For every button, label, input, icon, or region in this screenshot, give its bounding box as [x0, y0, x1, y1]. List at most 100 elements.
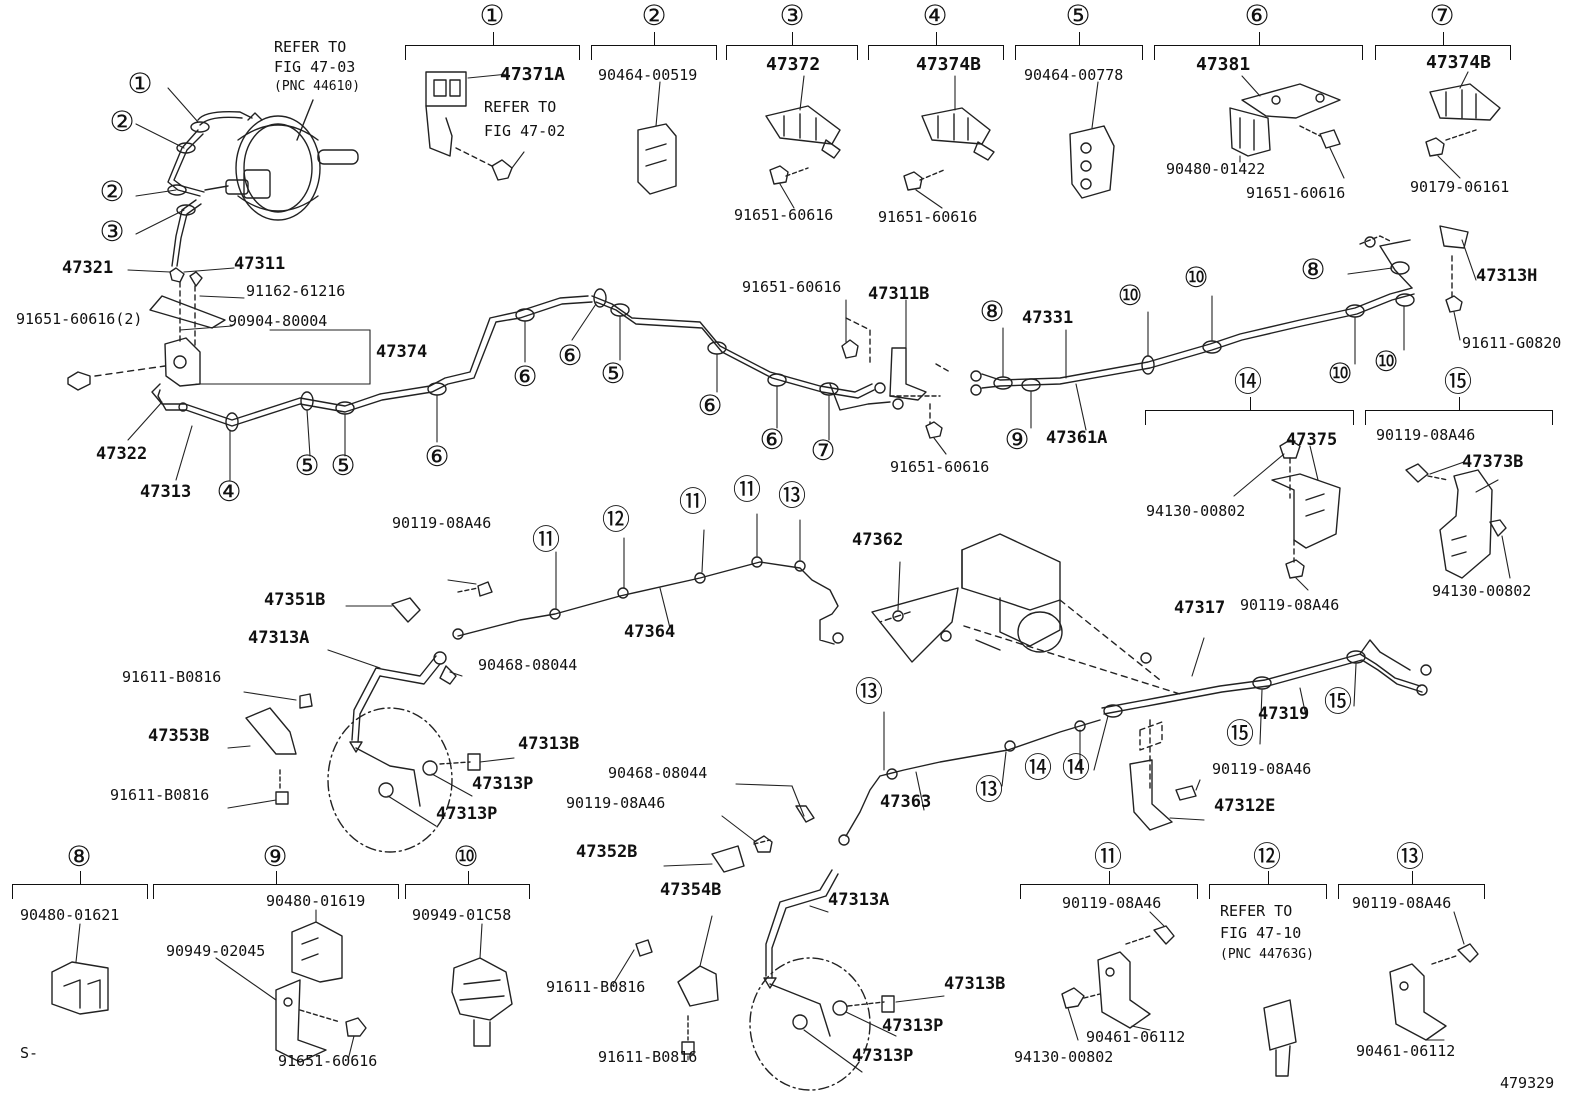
section-header-11	[1020, 871, 1198, 899]
callout-5-b: ⑤	[330, 449, 356, 482]
callout-11-c: ⑪	[733, 473, 762, 506]
s9-part-grommet: 90949-02045	[166, 942, 266, 960]
section-number-15: ⑮	[1444, 365, 1473, 398]
s11-part-clamp: 90461-06112	[1086, 1028, 1186, 1046]
part-47313: 47313	[140, 482, 192, 502]
callout-6-a: ⑥	[424, 440, 450, 473]
part-47362: 47362	[852, 530, 904, 550]
part-47317: 47317	[1174, 598, 1226, 618]
callout-13-b: ⑬	[855, 675, 884, 708]
section-header-9	[153, 871, 399, 899]
section-number-13: ⑬	[1396, 840, 1425, 873]
callout-5-c: ⑤	[600, 357, 626, 390]
part-47313a-b: 47313A	[828, 890, 890, 910]
part-91651-60616-a: 91651-60616	[742, 278, 842, 296]
part-91162-61216: 91162-61216	[246, 282, 346, 300]
part-47311b: 47311B	[868, 284, 930, 304]
callout-10-b: ⑩	[1183, 261, 1209, 294]
s11-part-bolt: 90119-08A46	[1062, 894, 1162, 912]
ref-47-10-line2: FIG 47-10	[1220, 924, 1302, 942]
s3-part-47372: 47372	[766, 54, 821, 75]
s13-part-bolt: 90119-08A46	[1352, 894, 1452, 912]
part-47321: 47321	[62, 258, 114, 278]
part-47311: 47311	[234, 254, 286, 274]
callout-13-a: ⑬	[778, 479, 807, 512]
corner-mark: S-	[20, 1044, 39, 1062]
part-47312e: 47312E	[1214, 796, 1276, 816]
part-90904-80004: 90904-80004	[228, 312, 328, 330]
part-91611-g0820: 91611-G0820	[1462, 334, 1562, 352]
part-47313b-a: 47313B	[518, 734, 580, 754]
leader-lines	[75, 71, 1511, 1073]
s7-part-nut: 90179-06161	[1410, 178, 1510, 196]
section-number-10: ⑩	[453, 840, 479, 873]
s3-part-bolt: 91651-60616	[734, 206, 834, 224]
ref-47-10-line1: REFER TO	[1220, 902, 1293, 920]
section-header-5	[1015, 32, 1143, 60]
callout-6-c: ⑥	[557, 339, 583, 372]
callout-6-b: ⑥	[512, 360, 538, 393]
part-90119-08a46-a: 90119-08A46	[392, 514, 492, 532]
callout-8-a: ⑧	[979, 295, 1005, 328]
part-47364: 47364	[624, 622, 676, 642]
part-47313b-b: 47313B	[944, 974, 1006, 994]
section-header-4	[868, 32, 1004, 60]
callout-9: ⑨	[1004, 423, 1030, 456]
section-header-10	[405, 871, 530, 899]
part-47313p-a: 47313P	[472, 774, 534, 794]
s6-part-bolt: 91651-60616	[1246, 184, 1346, 202]
section-number-2: ②	[641, 0, 667, 32]
s2-part: 90464-00519	[598, 66, 698, 84]
part-47374: 47374	[376, 342, 428, 362]
s14-part-nut: 94130-00802	[1146, 502, 1246, 520]
part-47319: 47319	[1258, 704, 1310, 724]
s15-part-bolt: 90119-08A46	[1376, 426, 1476, 444]
s4-part-47374b: 47374B	[916, 54, 982, 75]
callout-10-a: ⑩	[1117, 279, 1143, 312]
section-number-4: ④	[922, 0, 948, 32]
part-47313h: 47313H	[1476, 266, 1538, 286]
part-47353b: 47353B	[148, 726, 210, 746]
part-91611-b0816-b: 91611-B0816	[110, 786, 210, 804]
section-header-3	[726, 32, 858, 60]
callout-6-d: ⑥	[697, 389, 723, 422]
part-91651-60616-b: 91651-60616	[890, 458, 990, 476]
section-header-2	[591, 32, 717, 60]
callout-10-c: ⑩	[1327, 357, 1353, 390]
section-number-14: ⑭	[1234, 365, 1263, 398]
section-header-6	[1154, 32, 1363, 60]
section-header-14	[1145, 397, 1354, 425]
section-number-9: ⑨	[262, 840, 288, 873]
s11-part-nut: 94130-00802	[1014, 1048, 1114, 1066]
tube-47364-drawing	[391, 556, 844, 645]
part-91611-b0816-d: 91611-B0816	[598, 1048, 698, 1066]
brake-booster-drawing	[204, 99, 359, 221]
part-47354b: 47354B	[660, 880, 722, 900]
section-header-13	[1338, 871, 1485, 899]
callout-4: ④	[216, 475, 242, 508]
part-90119-08a46-b: 90119-08A46	[1212, 760, 1312, 778]
part-47313p-b: 47313P	[436, 804, 498, 824]
section-number-5: ⑤	[1065, 0, 1091, 32]
s10-part: 90949-01C58	[412, 906, 512, 924]
section-number-3: ③	[779, 0, 805, 32]
s9-part-clip: 90480-01619	[266, 892, 366, 910]
ref-47-03-line3: (PNC 44610)	[274, 79, 361, 94]
ref-47-03-line2: FIG 47-03	[274, 58, 356, 76]
section-number-7: ⑦	[1429, 0, 1455, 32]
section-number-6: ⑥	[1244, 0, 1270, 32]
s14-part-47375: 47375	[1286, 430, 1338, 450]
callout-2-upper: ②	[109, 105, 135, 138]
s9-part-bolt: 91651-60616	[278, 1052, 378, 1070]
part-90468-08044-a: 90468-08044	[478, 656, 578, 674]
s13-part-clamp: 90461-06112	[1356, 1042, 1456, 1060]
ref-47-02-line2: FIG 47-02	[484, 122, 566, 140]
ref-47-02-line1: REFER TO	[484, 98, 557, 116]
callout-14-b: ⑭	[1062, 751, 1091, 784]
section-number-1: ①	[479, 0, 505, 32]
master-cylinder-tubes	[167, 110, 253, 267]
s8-part: 90480-01621	[20, 906, 120, 924]
s1-part-47371a: 47371A	[500, 64, 566, 85]
s4-part-bolt: 91651-60616	[878, 208, 978, 226]
s6-part-clip: 90480-01422	[1166, 160, 1266, 178]
